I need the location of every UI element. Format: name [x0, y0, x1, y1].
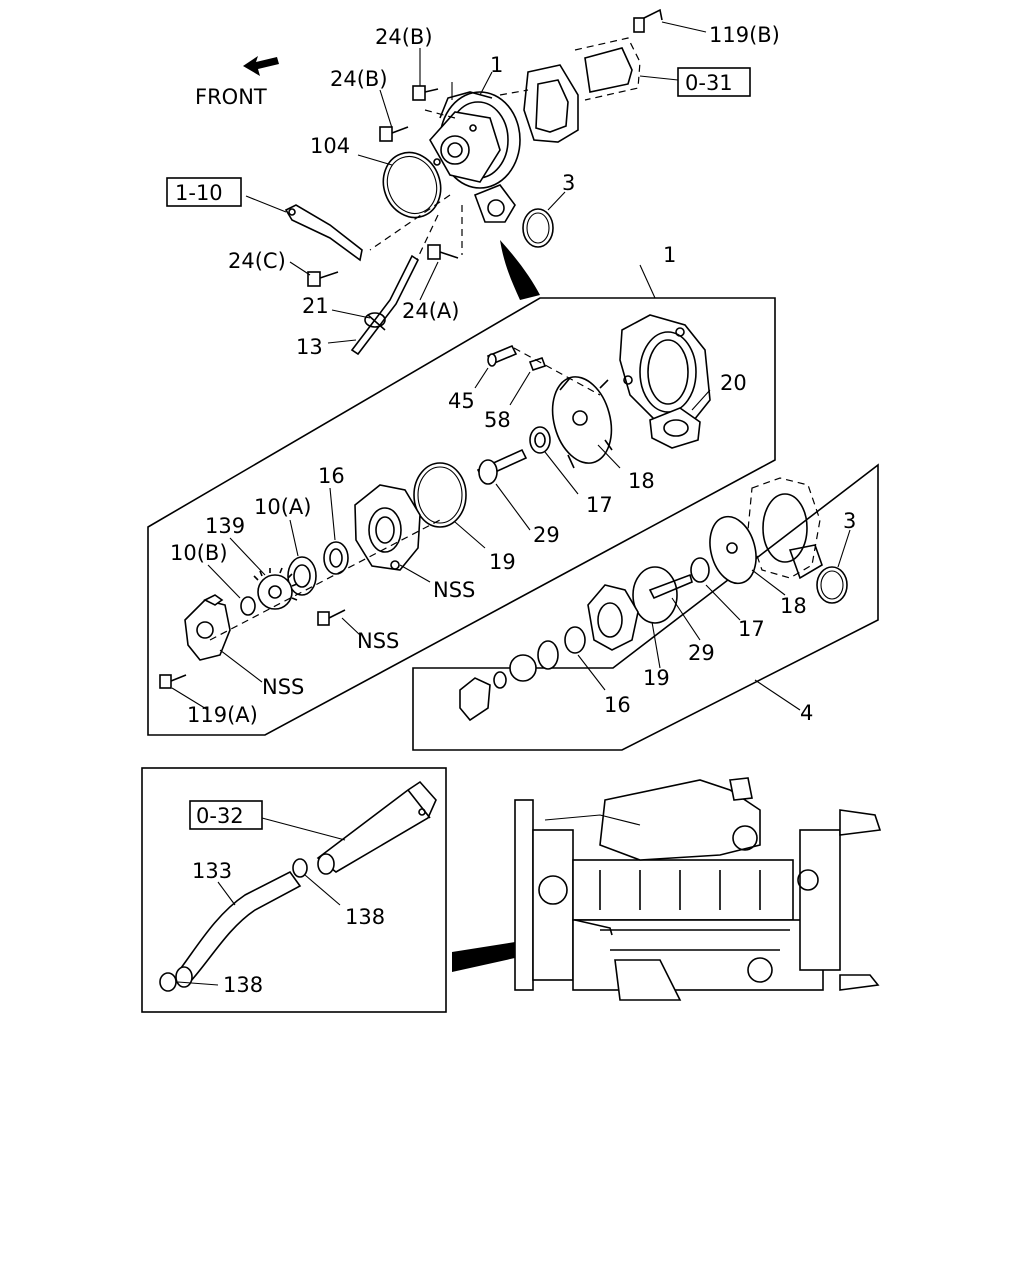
ref-label-0-31: 0-31 [685, 71, 733, 95]
callout-104: 104 [310, 134, 350, 158]
bolt-24c [307, 271, 339, 287]
callout-119a: 119(A) [187, 703, 258, 727]
callout-24b-upper: 24(B) [375, 25, 433, 49]
callout-10b: 10(B) [170, 541, 228, 565]
pump-assembly-top [284, 8, 663, 356]
callout-138-lower: 138 [223, 973, 263, 997]
callout-29-upper: 29 [533, 523, 560, 547]
callout-nss-housing: NSS [433, 578, 475, 602]
top-leaders [245, 21, 707, 344]
callout-16-upper: 16 [318, 464, 345, 488]
hose-box [141, 767, 447, 1013]
callout-18-lower: 18 [780, 594, 807, 618]
front-label: FRONT [195, 85, 267, 109]
callout-4: 4 [800, 701, 813, 725]
ref-label-0-32: 0-32 [196, 804, 244, 828]
callout-13: 13 [296, 335, 323, 359]
front-direction-indicator: FRONT [195, 56, 279, 109]
callout-45: 45 [448, 389, 475, 413]
detail-pointer [500, 240, 540, 300]
bolt-119b [633, 8, 663, 33]
callout-nss-cover: NSS [262, 675, 304, 699]
callout-17-lower: 17 [738, 617, 765, 641]
detail-box-assembly-1 [147, 264, 776, 736]
callout-58: 58 [484, 408, 511, 432]
front-arrow-icon [243, 56, 279, 76]
callout-18-upper: 18 [628, 469, 655, 493]
bolt-24b-upper [412, 85, 439, 101]
ref-box-0-31[interactable]: 0-31 [677, 67, 751, 97]
detail-box-assembly-4 [412, 463, 879, 751]
ref-label-1-10: 1-10 [175, 181, 223, 205]
callout-29-lower: 29 [688, 641, 715, 665]
callout-20: 20 [720, 371, 747, 395]
callout-133: 133 [192, 859, 232, 883]
bolt-24b-lower [379, 126, 409, 142]
callout-119b: 119(B) [709, 23, 780, 47]
callout-24c: 24(C) [228, 249, 286, 273]
callouts: 24(B) 119(B) 24(B) 1 104 3 24(C) 21 24(A… [170, 23, 856, 997]
callout-19-upper: 19 [489, 550, 516, 574]
callout-3-right: 3 [843, 509, 856, 533]
callout-138-upper: 138 [345, 905, 385, 929]
callout-1-top: 1 [490, 53, 503, 77]
callout-1-box: 1 [663, 243, 676, 267]
bolt-24a [427, 244, 459, 260]
callout-21: 21 [302, 294, 329, 318]
callout-24b-lower: 24(B) [330, 67, 388, 91]
callout-10a: 10(A) [254, 495, 311, 519]
callout-nss-bolt: NSS [357, 629, 399, 653]
callout-24a: 24(A) [402, 299, 459, 323]
callout-3-top: 3 [562, 171, 575, 195]
engine-location-view [452, 777, 882, 1001]
ref-box-1-10[interactable]: 1-10 [166, 177, 242, 207]
callout-17-upper: 17 [586, 493, 613, 517]
ref-box-0-32[interactable]: 0-32 [189, 800, 263, 830]
callout-16-lower: 16 [604, 693, 631, 717]
callout-19-lower: 19 [643, 666, 670, 690]
callout-139: 139 [205, 514, 245, 538]
